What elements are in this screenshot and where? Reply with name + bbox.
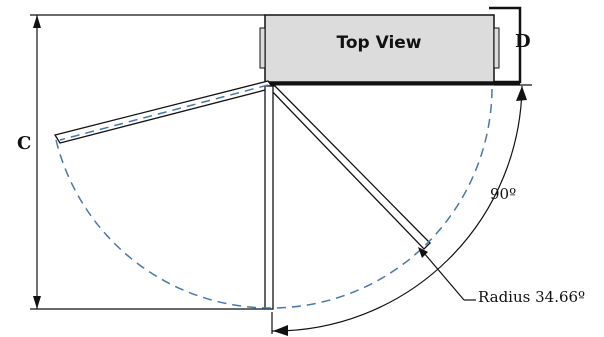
swing-angle-label: 90º bbox=[490, 185, 517, 203]
dimension-d-label: D bbox=[515, 31, 531, 52]
radius-arrow bbox=[418, 247, 428, 258]
d-bracket bbox=[489, 6, 522, 84]
left-handle bbox=[259, 27, 266, 69]
radius-label: Radius 34.66º bbox=[478, 288, 586, 306]
door-open-vertical-position bbox=[264, 85, 274, 310]
right-handle bbox=[493, 27, 500, 69]
cabinet-top-view bbox=[259, 14, 520, 86]
door-positions bbox=[53, 80, 431, 310]
dimension-c-label: C bbox=[17, 133, 32, 154]
door-swing-arc bbox=[55, 84, 493, 309]
angle-arc bbox=[271, 85, 523, 332]
door-open-diagonal-position bbox=[265, 85, 431, 250]
c-arrow-bottom bbox=[33, 296, 41, 309]
dimension-lines bbox=[30, 6, 532, 334]
angle-arrow-bottom bbox=[273, 325, 288, 336]
radius-leader bbox=[423, 252, 465, 301]
top-view-title: Top View bbox=[336, 33, 422, 53]
angle-dimension bbox=[271, 85, 527, 336]
c-arrow-top bbox=[33, 15, 41, 28]
angle-arrow-top bbox=[516, 86, 527, 101]
